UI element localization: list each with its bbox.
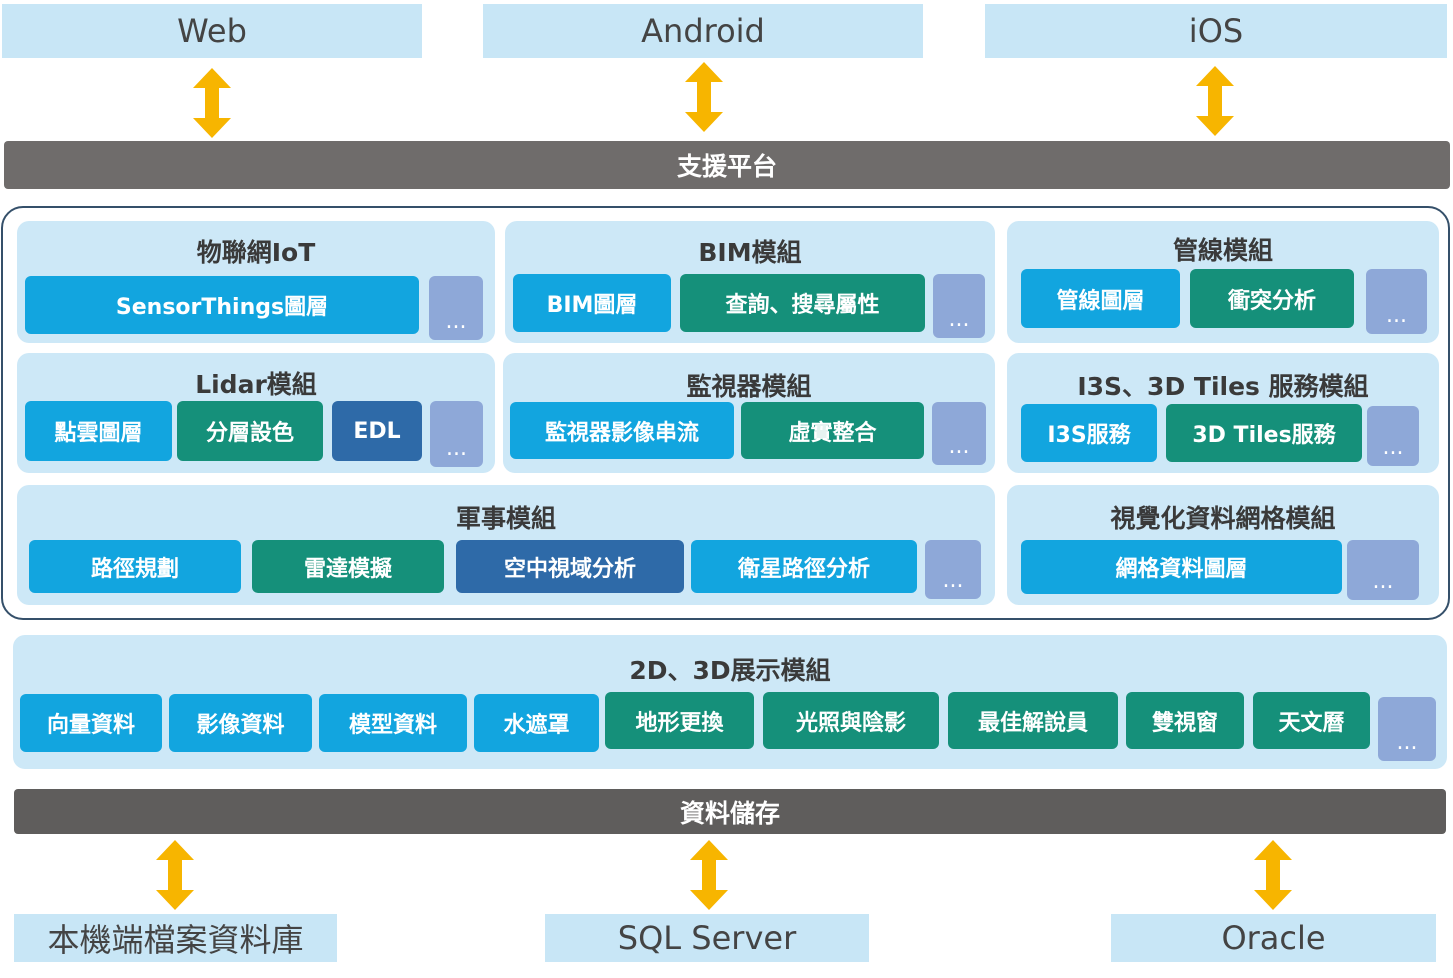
pipeline-layer-chip[interactable]: 管線圖層: [1021, 269, 1180, 328]
lidar-module-panel: Lidar模組 點雲圖層 分層設色 EDL ...: [17, 353, 495, 473]
i3s-more-chip[interactable]: ...: [1367, 406, 1419, 466]
dual-view-chip[interactable]: 雙視窗: [1126, 692, 1244, 749]
local-db-arrow-icon: [156, 840, 194, 910]
sql-server-arrow-icon: [690, 840, 728, 910]
point-cloud-layer-chip[interactable]: 點雲圖層: [25, 401, 172, 461]
3d-tiles-service-chip[interactable]: 3D Tiles服務: [1166, 404, 1362, 462]
surveillance-module-panel: 監視器模組 監視器影像串流 虛實整合 ...: [503, 353, 995, 473]
grid-data-layer-chip[interactable]: 網格資料圖層: [1021, 540, 1342, 594]
edl-chip[interactable]: EDL: [332, 401, 422, 461]
satellite-path-chip[interactable]: 衛星路徑分析: [691, 540, 917, 593]
client-web: Web: [2, 4, 422, 58]
storage-sql-server: SQL Server: [545, 914, 869, 962]
military-module-panel: 軍事模組 路徑規劃 雷達模擬 空中視域分析 衛星路徑分析 ...: [17, 485, 995, 605]
military-more-chip[interactable]: ...: [925, 540, 981, 599]
sensorthings-layer-chip[interactable]: SensorThings圖層: [25, 276, 419, 334]
pipeline-module-title: 管線模組: [1172, 236, 1273, 265]
best-narrator-chip[interactable]: 最佳解說員: [948, 692, 1118, 749]
storage-bar: 資料儲存: [14, 789, 1446, 834]
android-arrow-icon: [685, 62, 723, 132]
modules-frame: 物聯網IoT SensorThings圖層 ... BIM模組 BIM圖層 查詢…: [1, 206, 1450, 620]
vector-data-chip[interactable]: 向量資料: [20, 694, 162, 752]
water-mask-chip[interactable]: 水遮罩: [474, 694, 599, 752]
surveillance-module-title: 監視器模組: [686, 372, 812, 401]
ios-arrow-icon: [1196, 66, 1234, 136]
display-module-panel: 2D、3D展示模組 向量資料 影像資料 模型資料 水遮罩 地形更換 光照與陰影 …: [13, 635, 1447, 769]
iot-module-title: 物聯網IoT: [196, 238, 316, 267]
platform-bar: 支援平台: [4, 141, 1450, 189]
bim-layer-chip[interactable]: BIM圖層: [513, 274, 671, 332]
i3s-module-panel: I3S、3D Tiles 服務模組 I3S服務 3D Tiles服務 ...: [1007, 353, 1439, 473]
military-module-title: 軍事模組: [455, 504, 556, 533]
virtual-real-integration-chip[interactable]: 虛實整合: [741, 402, 924, 459]
client-ios: iOS: [985, 4, 1447, 58]
layer-coloring-chip[interactable]: 分層設色: [177, 401, 323, 461]
bim-query-chip[interactable]: 查詢、搜尋屬性: [680, 274, 925, 332]
terrain-switch-chip[interactable]: 地形更換: [605, 692, 754, 749]
route-planning-chip[interactable]: 路徑規劃: [29, 540, 241, 593]
oracle-arrow-icon: [1254, 840, 1292, 910]
client-android: Android: [483, 4, 923, 58]
model-data-chip[interactable]: 模型資料: [319, 694, 467, 752]
iot-module-panel: 物聯網IoT SensorThings圖層 ...: [17, 221, 495, 343]
i3s-service-chip[interactable]: I3S服務: [1021, 404, 1157, 462]
web-arrow-icon: [193, 68, 231, 138]
pipeline-module-panel: 管線模組 管線圖層 衝突分析 ...: [1007, 221, 1439, 343]
display-more-chip[interactable]: ...: [1378, 697, 1436, 761]
display-module-title: 2D、3D展示模組: [629, 656, 831, 685]
storage-oracle: Oracle: [1111, 914, 1436, 962]
pipeline-more-chip[interactable]: ...: [1366, 269, 1427, 334]
bim-module-panel: BIM模組 BIM圖層 查詢、搜尋屬性 ...: [505, 221, 995, 343]
grid-more-chip[interactable]: ...: [1347, 540, 1419, 600]
conflict-analysis-chip[interactable]: 衝突分析: [1190, 269, 1354, 328]
grid-module-panel: 視覺化資料網格模組 網格資料圖層 ...: [1007, 485, 1439, 605]
storage-local-db: 本機端檔案資料庫: [14, 914, 337, 962]
iot-more-chip[interactable]: ...: [429, 276, 483, 340]
radar-simulation-chip[interactable]: 雷達模擬: [252, 540, 444, 593]
airspace-viewshed-chip[interactable]: 空中視域分析: [456, 540, 684, 593]
astronomy-chip[interactable]: 天文曆: [1253, 692, 1370, 749]
bim-module-title: BIM模組: [698, 238, 802, 267]
grid-module-title: 視覺化資料網格模組: [1110, 504, 1336, 533]
lighting-shadow-chip[interactable]: 光照與陰影: [763, 692, 939, 749]
lidar-module-title: Lidar模組: [195, 370, 317, 399]
i3s-module-title: I3S、3D Tiles 服務模組: [1077, 372, 1369, 401]
bim-more-chip[interactable]: ...: [933, 274, 985, 338]
lidar-more-chip[interactable]: ...: [430, 401, 483, 467]
image-data-chip[interactable]: 影像資料: [169, 694, 312, 752]
camera-stream-chip[interactable]: 監視器影像串流: [510, 402, 734, 459]
surveillance-more-chip[interactable]: ...: [932, 402, 986, 465]
